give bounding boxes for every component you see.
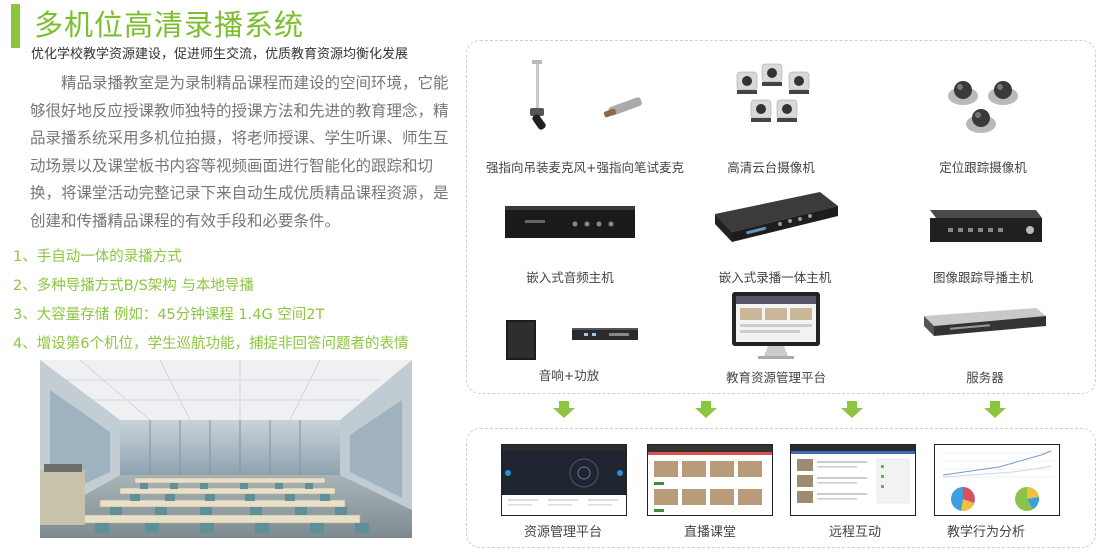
- resource-platform-screenshot: [501, 444, 627, 516]
- equipment-label: 强指向吊装麦克风+强指向笔试麦克: [486, 160, 684, 175]
- ptz-camera-icon: [721, 58, 821, 138]
- feature-item: 2、多种导播方式B/S架构 与本地导播: [13, 278, 254, 294]
- equipment-item-speaker-amplifier: 音响+功放: [494, 312, 644, 383]
- feature-item: 3、大容量存储 例如：45分钟课程 1.4G 空间2T: [13, 307, 325, 323]
- live-class-screenshot: [647, 444, 773, 516]
- platform-label: 教学行为分析: [946, 525, 1025, 540]
- platform-label: 远程互动: [828, 525, 881, 540]
- equipment-item-director-host: 图像跟踪导播主机: [918, 196, 1048, 285]
- audio-host-icon: [495, 194, 645, 254]
- equipment-label: 音响+功放: [538, 368, 600, 383]
- title-accent-bar: [11, 4, 20, 48]
- down-arrow-icon: [984, 401, 1006, 418]
- page-title: 多机位高清录播系统: [34, 8, 305, 42]
- recording-host-icon: [710, 184, 840, 254]
- equipment-item-recording-host: 嵌入式录播一体主机: [710, 184, 840, 285]
- equipment-item-monitor: 教育资源管理平台: [726, 290, 826, 385]
- microphone-icon: [510, 58, 660, 138]
- equipment-item-microphone: 强指向吊装麦克风+强指向笔试麦克: [486, 58, 684, 175]
- equipment-label: 教育资源管理平台: [725, 370, 826, 385]
- equipment-panel: [466, 40, 1096, 394]
- dome-camera-icon: [933, 58, 1033, 138]
- equipment-label: 图像跟踪导播主机: [932, 270, 1033, 285]
- equipment-item-server: 服务器: [920, 306, 1050, 385]
- equipment-label: 服务器: [966, 370, 1004, 385]
- equipment-item-dome-camera: 定位跟踪摄像机: [928, 58, 1038, 175]
- platform-label: 直播课堂: [683, 525, 736, 540]
- down-arrow-icon: [841, 401, 863, 418]
- intro-paragraph: 精品录播教室是为录制精品课程而建设的空间环境，它能够很好地反应授课教师独特的授课…: [30, 74, 449, 230]
- equipment-label: 定位跟踪摄像机: [939, 160, 1027, 175]
- remote-interaction-screenshot: [790, 444, 916, 516]
- classroom-photo: [40, 360, 412, 538]
- server-icon: [920, 306, 1050, 346]
- director-host-icon: [918, 196, 1048, 256]
- down-arrow-icon: [695, 401, 717, 418]
- platform-label: 资源管理平台: [523, 525, 602, 540]
- monitor-icon: [728, 290, 824, 362]
- feature-item: 4、增设第6个机位，学生巡航功能，捕捉非回答问题者的表情: [13, 336, 409, 352]
- teaching-analysis-screenshot: [934, 444, 1060, 516]
- page-subtitle: 优化学校教学资源建设，促进师生交流，优质教育资源均衡化发展: [31, 47, 409, 62]
- feature-item: 1、手自动一体的录播方式: [13, 249, 182, 265]
- platform-panel: [466, 428, 1096, 548]
- equipment-label: 嵌入式录播一体主机: [718, 270, 832, 285]
- equipment-item-ptz-camera: 高清云台摄像机: [716, 58, 826, 175]
- equipment-label: 高清云台摄像机: [727, 160, 815, 175]
- feature-list: 1、手自动一体的录播方式 2、多种导播方式B/S架构 与本地导播 3、大容量存储…: [13, 245, 408, 361]
- equipment-label: 嵌入式音频主机: [526, 270, 614, 285]
- equipment-item-audio-host: 嵌入式音频主机: [490, 194, 650, 285]
- speaker-amplifier-icon: [494, 312, 644, 362]
- down-arrow-icon: [553, 401, 575, 418]
